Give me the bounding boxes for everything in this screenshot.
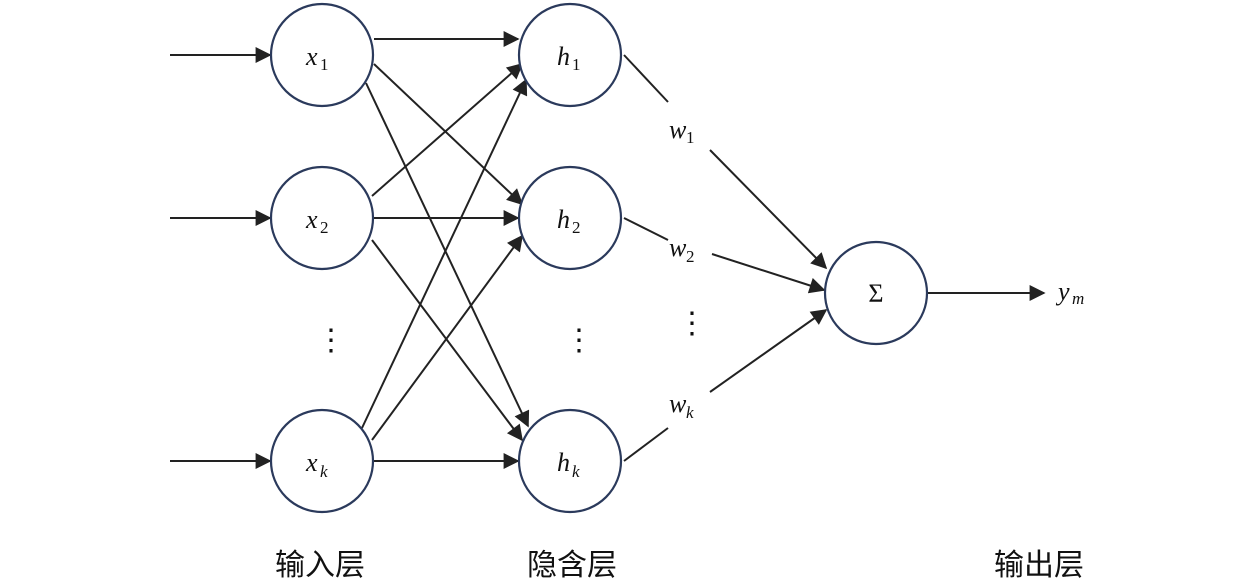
edge-x2-h1 <box>371 62 524 197</box>
hidden-node-1: h 1 <box>517 2 623 108</box>
output-node: Σ <box>823 240 929 346</box>
edge-xk-h2 <box>371 234 523 441</box>
weight-2-sub: 2 <box>686 247 695 266</box>
hidden-node-2-circle <box>517 165 623 271</box>
hidden-node-2-sub: 2 <box>572 218 581 237</box>
input-node-1: x 1 <box>269 2 375 108</box>
input-layer-label: 输入层 <box>275 548 365 581</box>
weight-2: w 2 <box>669 233 695 266</box>
input-node-2: x 2 <box>269 165 375 271</box>
edge-w1-sum <box>709 149 828 270</box>
weights: w 1 w 2 w k ⋮ <box>669 115 707 422</box>
hidden-node-k-base: h <box>557 448 570 477</box>
input-node-k-base: x <box>305 448 318 477</box>
input-layer: x 1 x 2 x k ⋮ <box>269 2 375 514</box>
layer-labels: 输入层 隐含层 输出层 <box>275 548 1084 581</box>
output-layer-label: 输出层 <box>994 548 1084 581</box>
hidden-node-k-circle <box>517 408 623 514</box>
input-node-2-sub: 2 <box>320 218 329 237</box>
output-base: y <box>1055 277 1070 306</box>
output-sub: m <box>1072 289 1084 308</box>
input-node-1-circle <box>269 2 375 108</box>
hidden-output-edges <box>623 54 828 462</box>
hidden-node-k: h k <box>517 408 623 514</box>
edge-wk-sum <box>709 309 828 393</box>
input-node-k: x k <box>269 408 375 514</box>
edge-x2-hk <box>371 239 523 442</box>
hidden-node-2-base: h <box>557 205 570 234</box>
edge-hk-wk <box>623 427 669 462</box>
weight-ellipsis: ⋮ <box>677 307 707 340</box>
edge-h2-w2 <box>623 217 669 241</box>
input-hidden-edges <box>361 31 530 469</box>
input-arrows <box>170 47 272 469</box>
weight-k-base: w <box>669 389 687 418</box>
input-node-k-sub: k <box>320 462 328 481</box>
hidden-layer-label: 隐含层 <box>527 548 617 581</box>
sum-symbol: Σ <box>868 279 883 308</box>
hidden-layer: h 1 h 2 h k ⋮ <box>517 2 623 514</box>
input-node-2-circle <box>269 165 375 271</box>
edge-w2-sum <box>711 253 826 294</box>
edge-x1-h2 <box>373 63 524 206</box>
weight-k: w k <box>669 389 694 422</box>
weight-1: w 1 <box>669 115 695 147</box>
edge-x1-hk <box>365 82 530 428</box>
hidden-node-1-base: h <box>557 42 570 71</box>
hidden-node-2: h 2 <box>517 165 623 271</box>
weight-k-sub: k <box>686 403 694 422</box>
weight-1-base: w <box>669 115 687 144</box>
edge-xk-h1 <box>361 78 528 429</box>
edge-h1-w1 <box>623 54 669 103</box>
hidden-node-1-circle <box>517 2 623 108</box>
hidden-node-1-sub: 1 <box>572 55 581 74</box>
input-node-1-base: x <box>305 42 318 71</box>
input-ellipsis: ⋮ <box>316 324 346 357</box>
weight-2-base: w <box>669 233 687 262</box>
hidden-ellipsis: ⋮ <box>564 324 594 357</box>
input-node-k-circle <box>269 408 375 514</box>
input-node-2-base: x <box>305 205 318 234</box>
hidden-node-k-sub: k <box>572 462 580 481</box>
weight-1-sub: 1 <box>686 128 695 147</box>
output-label: y m <box>1055 277 1084 308</box>
output-node-circle <box>823 240 929 346</box>
input-node-1-sub: 1 <box>320 55 329 74</box>
